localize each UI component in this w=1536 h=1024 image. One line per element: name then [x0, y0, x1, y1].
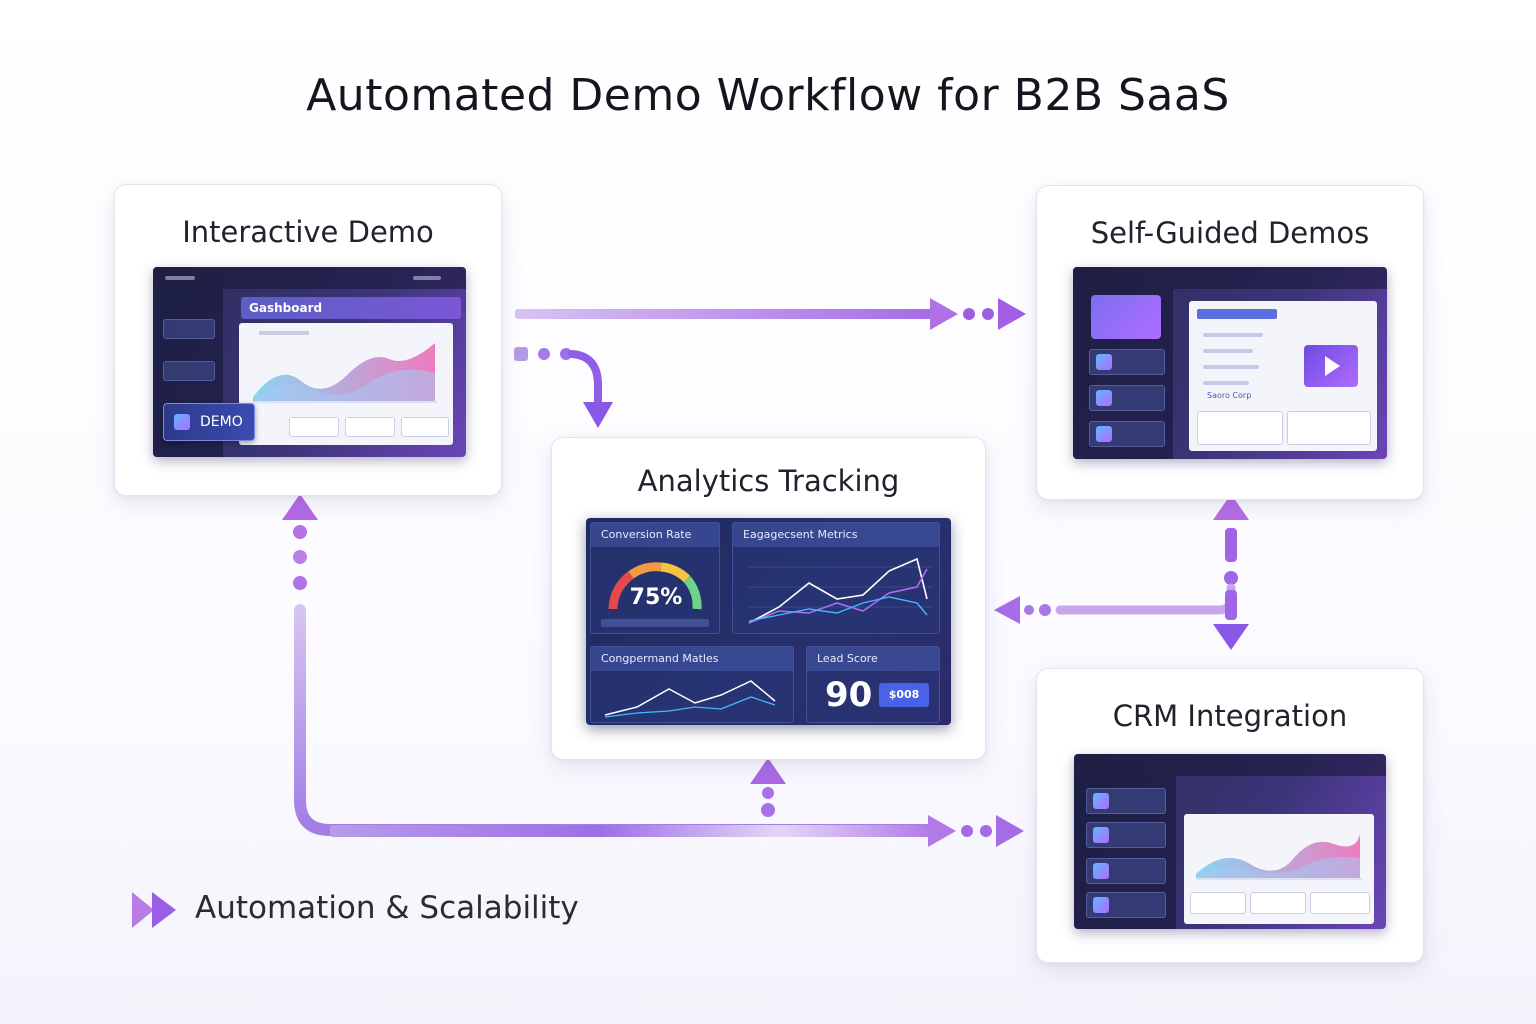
conversion-value: 75%: [629, 585, 683, 610]
interactive-demo-screenshot: Gashboard DEMO: [153, 267, 466, 457]
dashboard-label: Gashboard: [241, 297, 461, 319]
card-crm-integration[interactable]: CRM Integration: [1036, 668, 1424, 963]
legend: Automation & Scalability: [128, 886, 628, 934]
arrow-interactive-to-analytics: [514, 347, 613, 428]
page-title: Automated Demo Workflow for B2B SaaS: [306, 70, 1230, 121]
crm-area-chart: [1196, 834, 1362, 880]
lead-score-label: Lead Score: [807, 647, 939, 671]
comparison-label: Congpermand Matles: [591, 647, 793, 671]
crm-screenshot: [1074, 754, 1386, 929]
arrow-loop-to-crm: [282, 494, 1024, 847]
card-title: Interactive Demo: [182, 215, 434, 249]
engagement-label: Eagagecsent Metrics: [733, 523, 939, 547]
area-chart: [253, 331, 437, 403]
card-title: Analytics Tracking: [637, 464, 900, 498]
comparison-line-chart: [604, 680, 776, 718]
conversion-label: Conversion Rate: [591, 523, 719, 547]
conversion-gauge: [601, 562, 709, 627]
card-title: CRM Integration: [1112, 699, 1348, 733]
conversion-panel: Conversion Rate 75%: [590, 522, 720, 634]
arrow-interactive-to-self-guided: [515, 298, 1026, 330]
double-chevron-icon: [132, 892, 176, 928]
arrow-self-guided-crm-analytics: [994, 494, 1249, 650]
card-self-guided-demos[interactable]: Self-Guided Demos Saoro Corp: [1036, 185, 1424, 500]
self-guided-screenshot: Saoro Corp: [1073, 267, 1387, 459]
card-interactive-demo[interactable]: Interactive Demo Gashboard DEMO: [114, 184, 502, 496]
legend-label: Automation & Scalability: [195, 890, 579, 926]
comparison-panel: Congpermand Matles: [590, 646, 794, 723]
demo-badge[interactable]: DEMO: [163, 403, 255, 441]
lead-score-badge: $008: [879, 683, 929, 707]
image-icon: [174, 414, 190, 430]
lead-score-panel: Lead Score 90 $008: [806, 646, 940, 723]
lead-score-value: 90: [825, 675, 873, 715]
card-analytics-tracking[interactable]: Analytics Tracking Conversion Rate 75% E…: [551, 437, 986, 760]
card-title: Self-Guided Demos: [1090, 216, 1370, 250]
engagement-line-chart: [747, 557, 933, 624]
engagement-panel: Eagagecsent Metrics: [732, 522, 940, 634]
play-button[interactable]: [1304, 345, 1358, 387]
arrow-up-to-analytics: [750, 758, 786, 817]
play-icon: [1325, 356, 1340, 376]
analytics-dashboard: Conversion Rate 75% Eagagecsent Metrics …: [586, 518, 951, 725]
company-label: Saoro Corp: [1207, 391, 1252, 400]
